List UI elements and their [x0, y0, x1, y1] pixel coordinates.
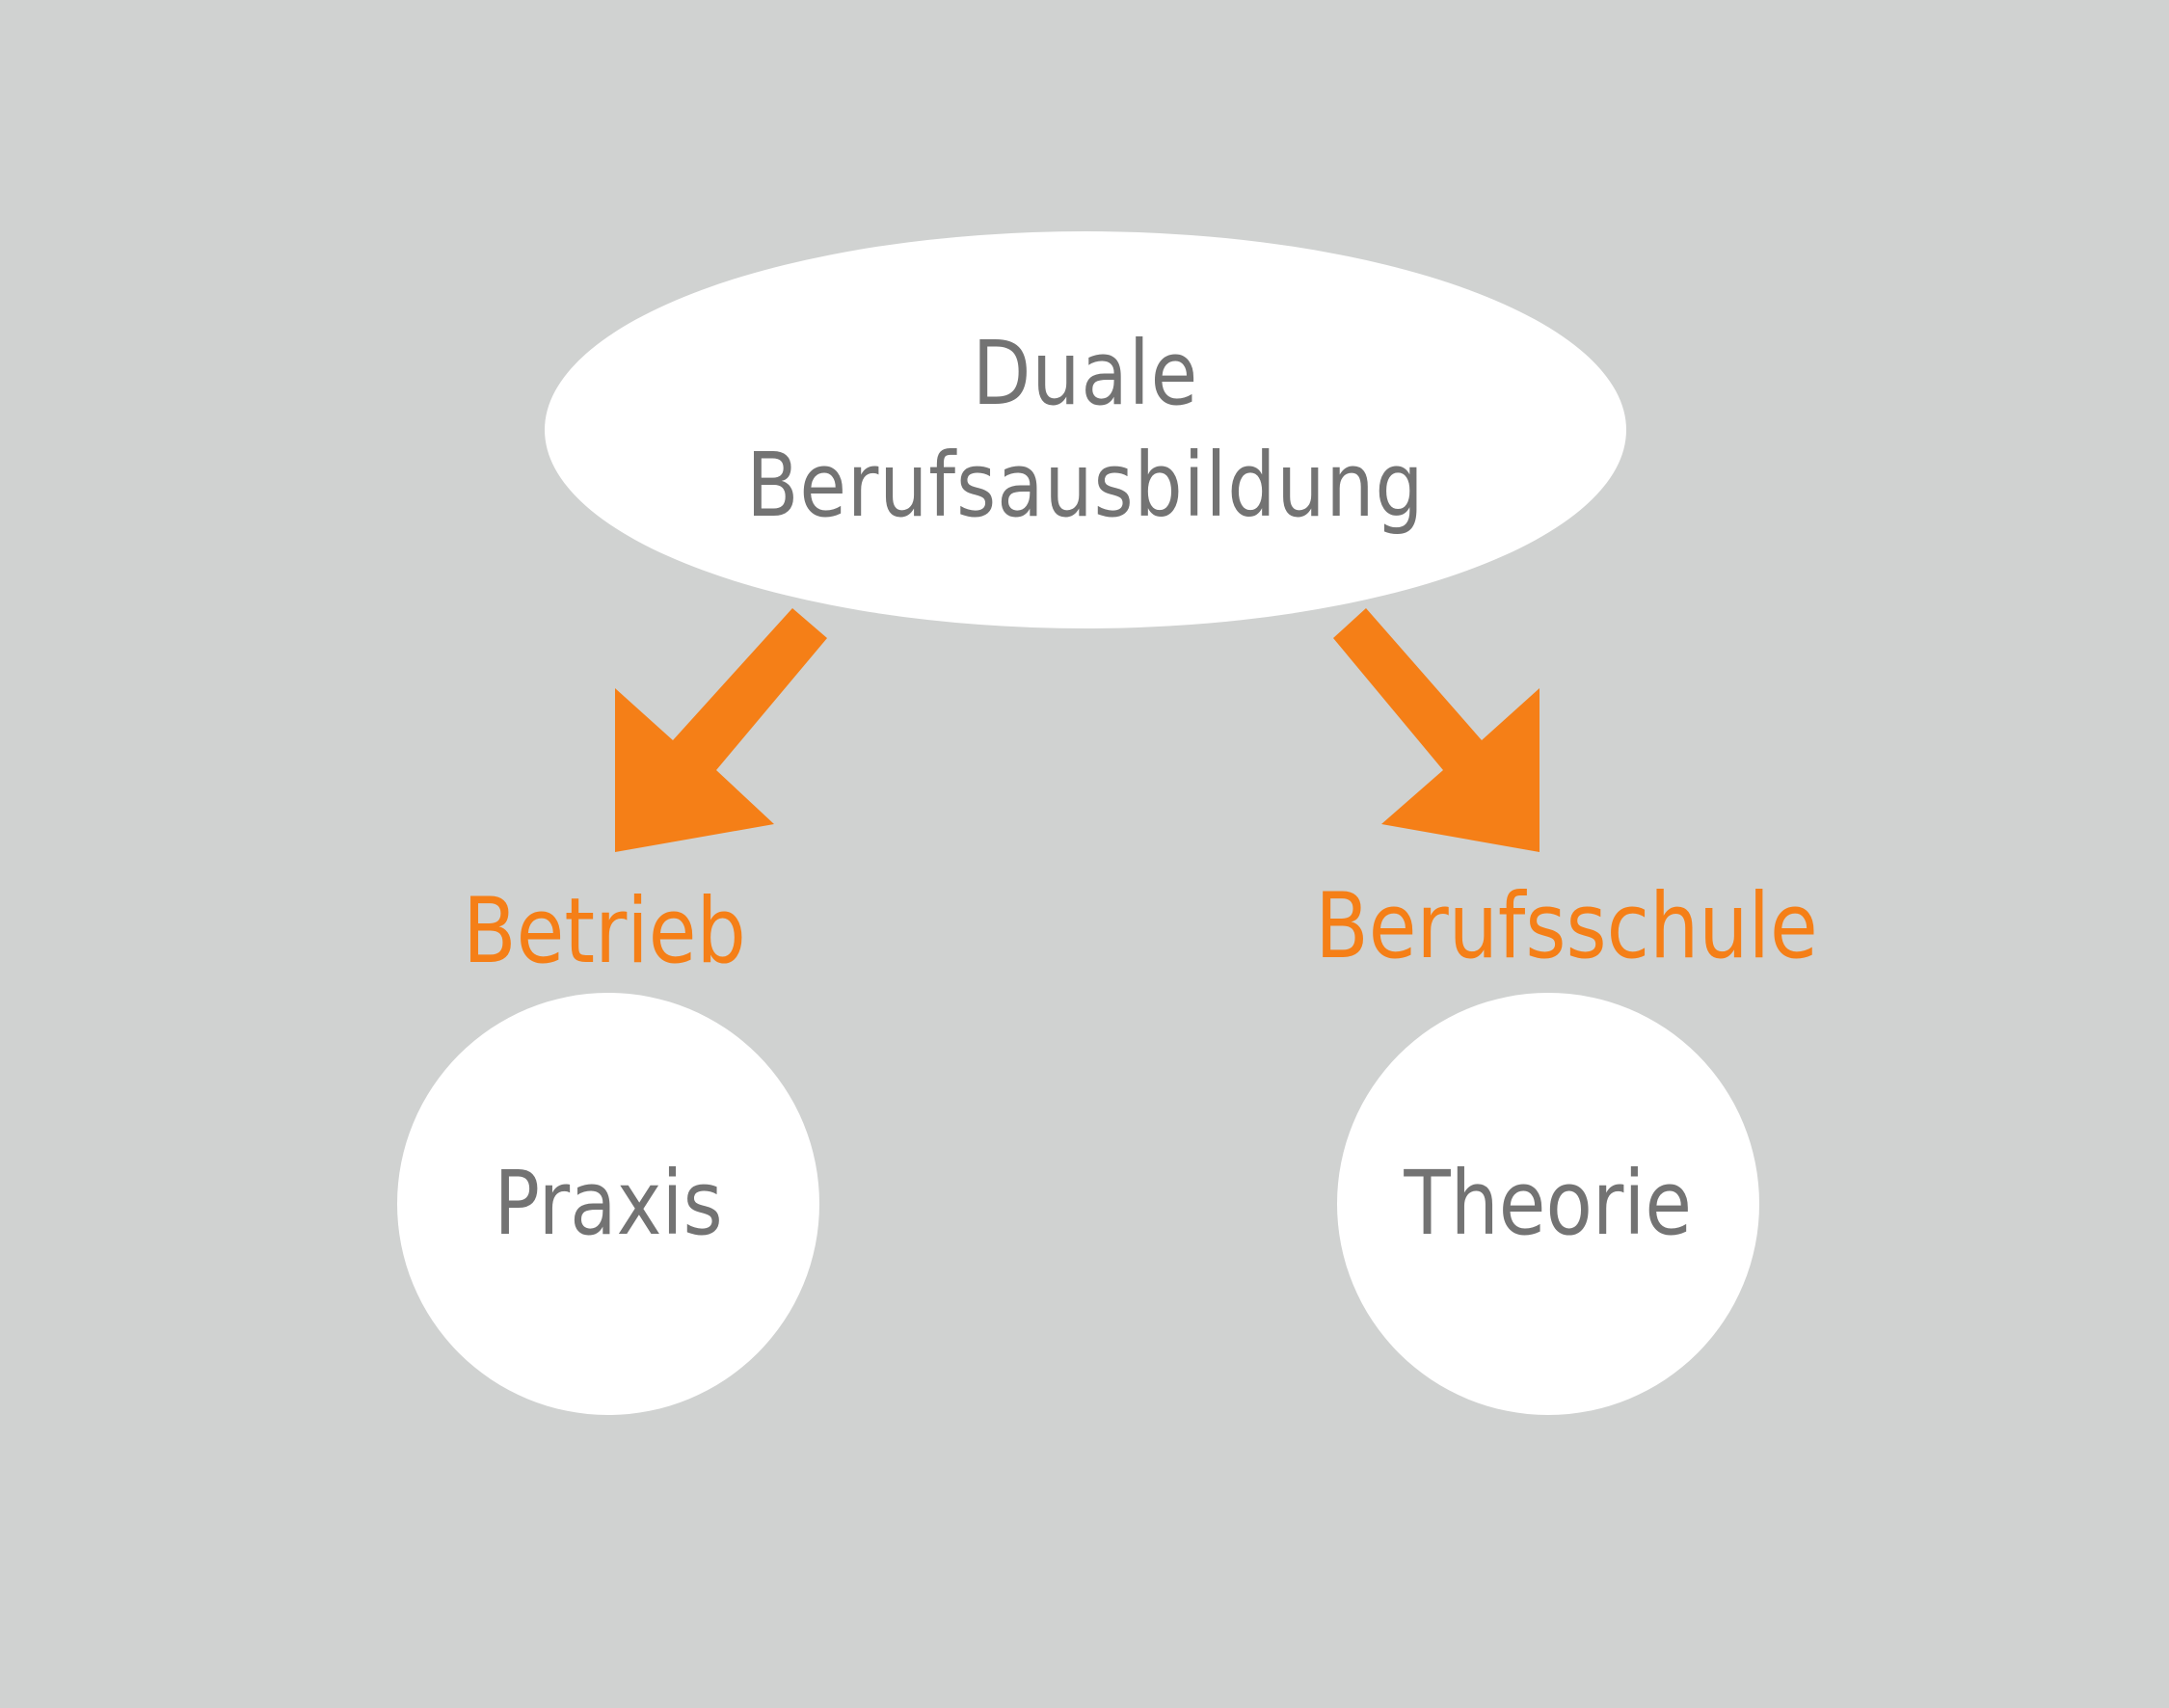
root-title-line2: Berufsausbildung: [746, 434, 1425, 537]
node-text-praxis: Praxis: [494, 1152, 723, 1255]
root-title: Duale Berufsausbildung: [746, 318, 1424, 542]
branch-label-betrieb: Betrieb: [463, 879, 746, 984]
node-text-theorie: Theorie: [1404, 1152, 1693, 1255]
node-circle-praxis: Praxis: [397, 993, 819, 1415]
root-title-line1: Duale: [972, 322, 1199, 425]
arrow-right: [1333, 608, 1540, 852]
arrow-left: [615, 608, 827, 852]
node-circle-theorie: Theorie: [1337, 993, 1759, 1415]
branch-label-berufsschule: Berufsschule: [1315, 874, 1818, 979]
root-ellipse: Duale Berufsausbildung: [545, 231, 1626, 628]
